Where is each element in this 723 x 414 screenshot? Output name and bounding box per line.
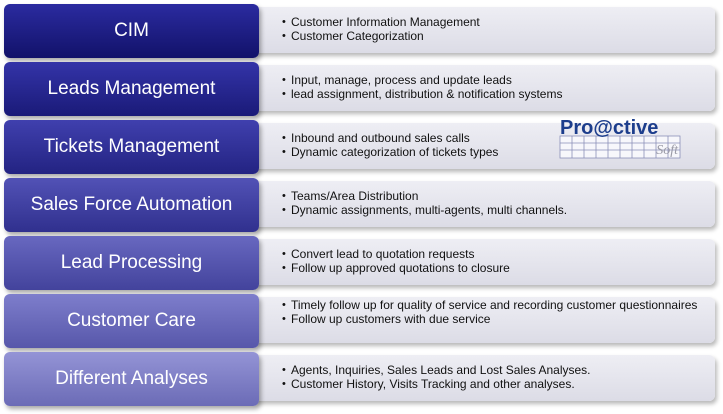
logo-main-text: Pro@ctive: [560, 117, 658, 139]
category-box: Different Analyses: [4, 352, 259, 406]
logo-grid: [559, 135, 681, 159]
bullet-item: Customer History, Visits Tracking and ot…: [282, 377, 702, 391]
bullet-item: Customer Information Management: [282, 15, 702, 29]
category-box: CIM: [4, 4, 259, 58]
bullet-item: Timely follow up for quality of service …: [282, 298, 702, 312]
category-box: Leads Management: [4, 62, 259, 116]
category-title: Leads Management: [47, 78, 216, 99]
feature-row: Agents, Inquiries, Sales Leads and Lost …: [0, 352, 723, 406]
bullet-list: Agents, Inquiries, Sales Leads and Lost …: [282, 363, 702, 391]
bullet-list: Inbound and outbound sales callsDynamic …: [282, 131, 702, 159]
bullet-item: Inbound and outbound sales calls: [282, 131, 702, 145]
feature-row: Teams/Area DistributionDynamic assignmen…: [0, 178, 723, 232]
proactive-soft-logo: Pro@ctive Soft: [559, 117, 681, 159]
bullet-list: Customer Information ManagementCustomer …: [282, 15, 702, 43]
bullet-item: Follow up customers with due service: [282, 312, 702, 326]
category-box: Customer Care: [4, 294, 259, 348]
bullet-item: Follow up approved quotations to closure: [282, 261, 702, 275]
category-title: Tickets Management: [43, 136, 220, 157]
bullet-list: Timely follow up for quality of service …: [282, 298, 702, 326]
bullet-item: Dynamic categorization of tickets types: [282, 145, 702, 159]
bullet-item: Dynamic assignments, multi-agents, multi…: [282, 203, 702, 217]
category-box: Lead Processing: [4, 236, 259, 290]
logo-sub-text: Soft: [656, 143, 679, 158]
bullet-item: Teams/Area Distribution: [282, 189, 702, 203]
bullet-list: Teams/Area DistributionDynamic assignmen…: [282, 189, 702, 217]
bullet-list: Convert lead to quotation requestsFollow…: [282, 247, 702, 275]
category-title: Customer Care: [67, 310, 196, 331]
category-box: Sales Force Automation: [4, 178, 259, 232]
bullet-list: Input, manage, process and update leadsl…: [282, 73, 702, 101]
bullet-item: lead assignment, distribution & notifica…: [282, 87, 702, 101]
bullet-item: Agents, Inquiries, Sales Leads and Lost …: [282, 363, 702, 377]
category-box: Tickets Management: [4, 120, 259, 174]
feature-row: Customer Information ManagementCustomer …: [0, 4, 723, 58]
feature-row: Timely follow up for quality of service …: [0, 294, 723, 348]
bullet-item: Input, manage, process and update leads: [282, 73, 702, 87]
feature-row: Input, manage, process and update leadsl…: [0, 62, 723, 116]
category-title: Different Analyses: [55, 368, 208, 389]
feature-row: Convert lead to quotation requestsFollow…: [0, 236, 723, 290]
category-title: CIM: [114, 20, 149, 41]
feature-row: Inbound and outbound sales callsDynamic …: [0, 120, 723, 174]
category-title: Sales Force Automation: [30, 194, 233, 215]
category-title: Lead Processing: [60, 252, 203, 273]
bullet-item: Customer Categorization: [282, 29, 702, 43]
bullet-item: Convert lead to quotation requests: [282, 247, 702, 261]
